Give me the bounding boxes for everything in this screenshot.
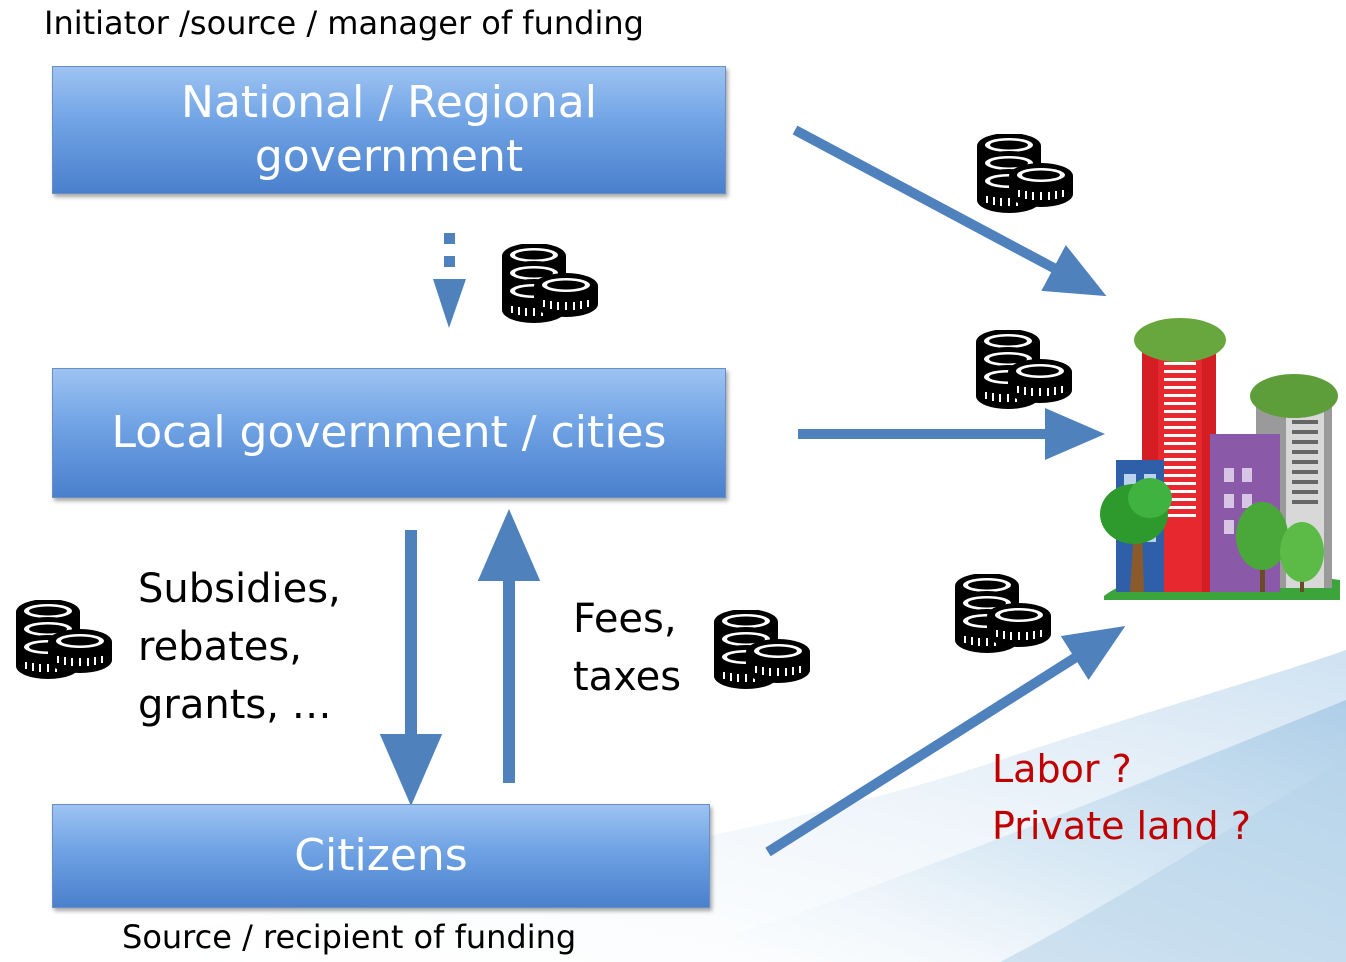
national-government-box: National / Regional government bbox=[52, 66, 726, 194]
coins-icon bbox=[710, 610, 814, 698]
bottom-caption: Source / recipient of funding bbox=[122, 918, 577, 956]
labor-land-questions: Labor ? Private land ? bbox=[992, 747, 1251, 848]
coins-icon bbox=[498, 244, 602, 332]
subsidies-label: Subsidies, rebates, grants, … bbox=[138, 566, 341, 728]
coins-icon bbox=[973, 134, 1077, 222]
arrow-citizens-to-city bbox=[765, 625, 1126, 857]
top-caption: Initiator /source / manager of funding bbox=[44, 4, 644, 42]
dashed-down-arrow bbox=[433, 233, 466, 328]
citizens-box: Citizens bbox=[52, 804, 710, 908]
coins-icon bbox=[951, 574, 1055, 662]
arrow-national-to-city bbox=[792, 125, 1107, 297]
green-city-icon bbox=[1100, 318, 1340, 600]
coins-icon bbox=[972, 330, 1076, 418]
local-government-box: Local government / cities bbox=[52, 368, 726, 498]
coins-icon bbox=[12, 600, 116, 688]
fees-label: Fees, taxes bbox=[573, 596, 682, 700]
